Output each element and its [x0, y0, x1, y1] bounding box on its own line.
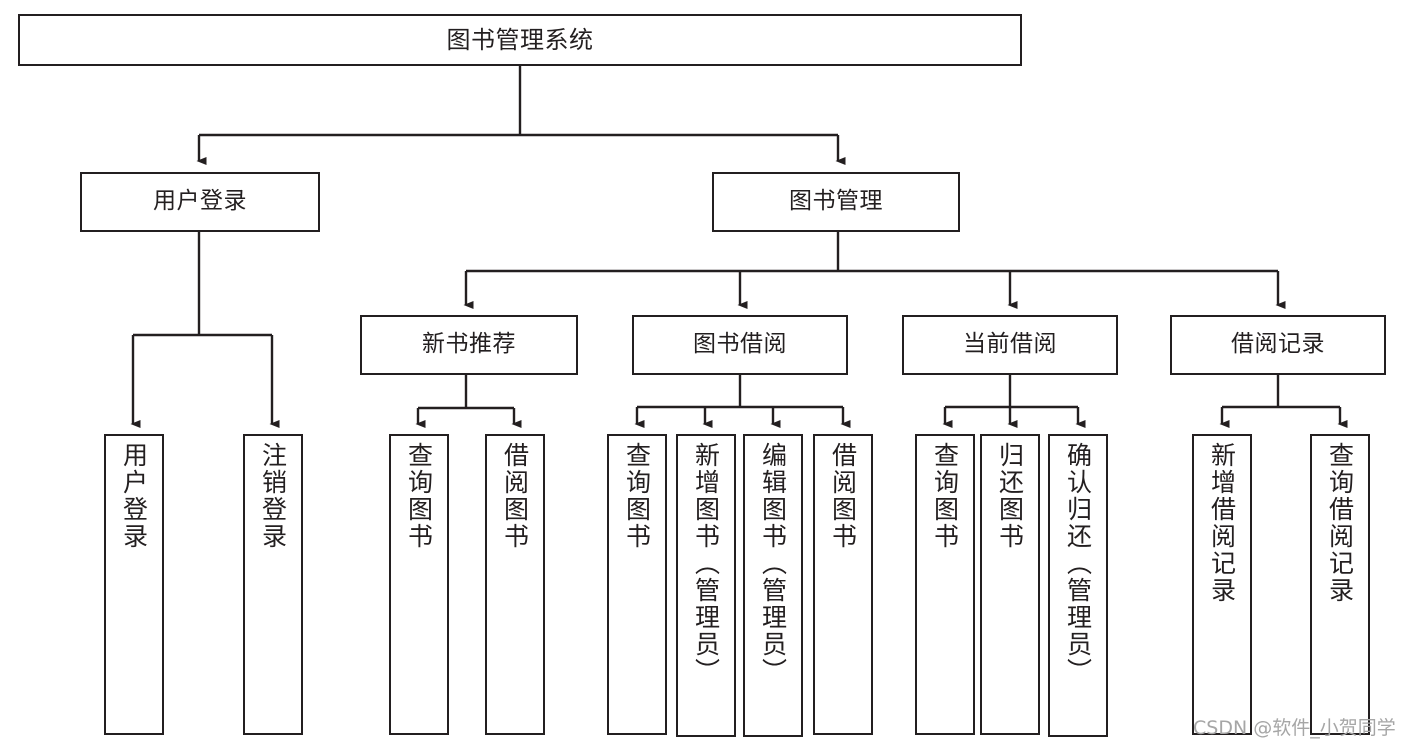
node-leaf-add-record[interactable]: 新增借阅记录	[1192, 434, 1252, 735]
node-borrow-record-label: 借阅记录	[1231, 331, 1325, 358]
node-user-login[interactable]: 用户登录	[80, 172, 320, 232]
node-leaf-add-book-label: 新增图书（管理员）	[691, 442, 721, 685]
node-leaf-confirm-return[interactable]: 确认归还（管理员）	[1048, 434, 1108, 737]
node-leaf-query-book-3-label: 查询图书	[930, 442, 960, 550]
node-new-book-recommend[interactable]: 新书推荐	[360, 315, 578, 375]
node-book-manage-label: 图书管理	[789, 188, 883, 215]
node-leaf-query-book-3[interactable]: 查询图书	[915, 434, 975, 735]
node-current-borrow[interactable]: 当前借阅	[902, 315, 1118, 375]
node-leaf-edit-book-label: 编辑图书（管理员）	[758, 442, 788, 685]
node-leaf-borrow-book-2-label: 借阅图书	[828, 442, 858, 550]
node-leaf-query-book-2-label: 查询图书	[622, 442, 652, 550]
node-leaf-user-login[interactable]: 用户登录	[104, 434, 164, 735]
node-leaf-query-book-1-label: 查询图书	[404, 442, 434, 550]
node-leaf-borrow-book-1[interactable]: 借阅图书	[485, 434, 545, 735]
node-leaf-add-book[interactable]: 新增图书（管理员）	[676, 434, 736, 737]
node-book-borrow[interactable]: 图书借阅	[632, 315, 848, 375]
node-leaf-return-book[interactable]: 归还图书	[980, 434, 1040, 735]
node-book-borrow-label: 图书借阅	[693, 331, 787, 358]
node-leaf-query-record[interactable]: 查询借阅记录	[1310, 434, 1370, 735]
node-root[interactable]: 图书管理系统	[18, 14, 1022, 66]
node-new-book-recommend-label: 新书推荐	[422, 331, 516, 358]
node-leaf-edit-book[interactable]: 编辑图书（管理员）	[743, 434, 803, 737]
node-leaf-query-book-2[interactable]: 查询图书	[607, 434, 667, 735]
node-borrow-record[interactable]: 借阅记录	[1170, 315, 1386, 375]
node-root-label: 图书管理系统	[446, 25, 594, 54]
node-leaf-add-record-label: 新增借阅记录	[1207, 442, 1237, 604]
node-leaf-user-logout-label: 注销登录	[258, 442, 288, 550]
node-leaf-confirm-return-label: 确认归还（管理员）	[1063, 442, 1093, 685]
node-leaf-query-book-1[interactable]: 查询图书	[389, 434, 449, 735]
node-leaf-return-book-label: 归还图书	[995, 442, 1025, 550]
node-leaf-query-record-label: 查询借阅记录	[1325, 442, 1355, 604]
csdn-watermark: CSDN @软件_小贺同学	[1193, 717, 1396, 739]
node-leaf-borrow-book-1-label: 借阅图书	[500, 442, 530, 550]
node-leaf-borrow-book-2[interactable]: 借阅图书	[813, 434, 873, 735]
node-leaf-user-logout[interactable]: 注销登录	[243, 434, 303, 735]
node-user-login-label: 用户登录	[153, 188, 247, 215]
node-book-manage[interactable]: 图书管理	[712, 172, 960, 232]
node-leaf-user-login-label: 用户登录	[119, 442, 149, 550]
node-current-borrow-label: 当前借阅	[963, 331, 1057, 358]
